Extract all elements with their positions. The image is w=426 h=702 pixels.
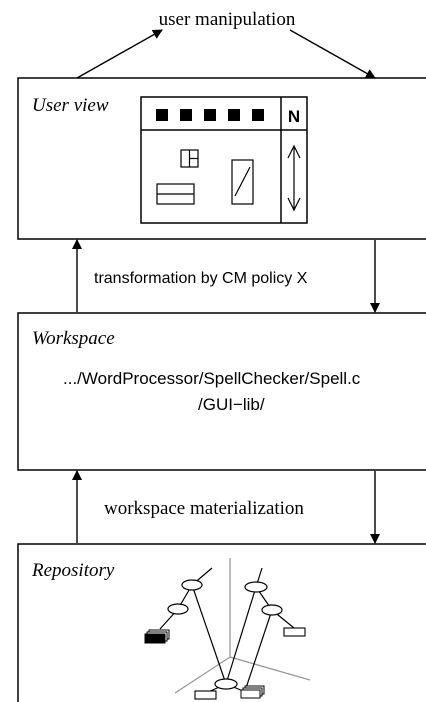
- repository-layer: Repository: [17, 543, 426, 702]
- workspace-layer: Workspace .../WordProcessor/SpellChecker…: [17, 312, 426, 471]
- workspace-box: [17, 312, 426, 471]
- workspace-path-line-2: /GUI−lib/: [198, 395, 265, 414]
- window-mockup: N: [140, 96, 308, 224]
- transformation-label: transformation by CM policy X: [94, 270, 308, 287]
- toolbar-square-2: [180, 109, 192, 121]
- user-view-box: [17, 77, 426, 240]
- toolbar-square-1: [156, 109, 168, 121]
- toolbar-square-4: [228, 109, 240, 121]
- grid-widget-icon: [180, 149, 199, 168]
- workspace-title: Workspace: [32, 328, 115, 349]
- toolbar-square-5: [252, 109, 264, 121]
- file-icon-bottom-left: [194, 690, 217, 700]
- workspace-path-line-1: .../WordProcessor/SpellChecker/Spell.c: [63, 369, 361, 388]
- toolbar-square-3: [204, 109, 216, 121]
- user-view-layer: User view N: [17, 77, 426, 240]
- file-icon-right: [283, 627, 306, 637]
- materialization-label: workspace materialization: [104, 498, 304, 519]
- repository-box: [17, 543, 426, 702]
- user-view-title: User view: [32, 95, 109, 116]
- user-manipulation-label: user manipulation: [159, 9, 296, 30]
- scroll-double-arrow-icon: [287, 144, 301, 212]
- corner-letter: N: [288, 107, 300, 126]
- window-frame: [140, 96, 308, 224]
- slider-widget-icon: [231, 159, 254, 205]
- button-widget-icon: [156, 183, 195, 205]
- version-graph-icon: [144, 558, 311, 700]
- manipulation-arrow-up: [76, 29, 163, 79]
- manipulation-arrow-down: [289, 29, 376, 79]
- stacked-files-icon: [144, 629, 170, 644]
- stacked-files-bottom-icon: [240, 685, 265, 699]
- repository-title: Repository: [31, 560, 115, 581]
